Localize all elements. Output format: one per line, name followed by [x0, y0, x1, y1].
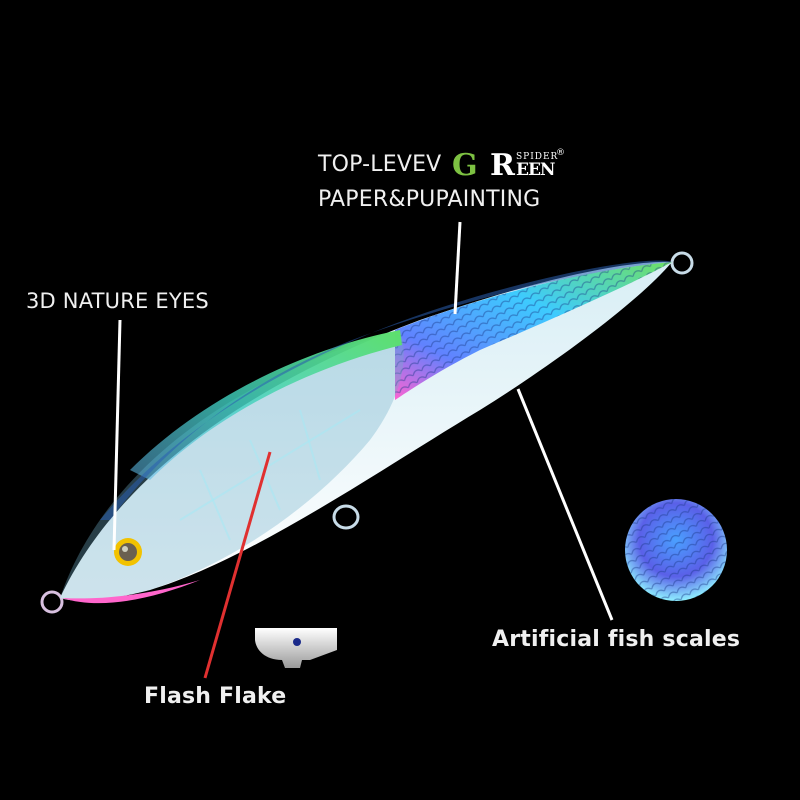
callout-scales-label: Artificial fish scales [492, 627, 741, 652]
callout-line-flake [203, 451, 272, 679]
logo-een: EEN [516, 160, 555, 180]
callout-eyes-label: 3D NATURE EYES [26, 289, 209, 313]
logo-r: R [490, 148, 515, 183]
brand-logo: G R SPIDER EEN ® [452, 148, 567, 184]
callout-flake-label: Flash Flake [144, 684, 287, 709]
headline-line1: TOP-LEVEV [318, 152, 442, 177]
callout-line-scales [516, 388, 614, 621]
registered-mark: ® [556, 148, 565, 158]
headline-line2: PAPER&PUPAINTING [318, 187, 541, 212]
callout-line-eyes [112, 319, 122, 551]
callout-line-painting [453, 221, 462, 315]
flash-flake-sample [255, 628, 337, 668]
logo-spider: SPIDER [516, 152, 559, 162]
logo-g: G [452, 148, 478, 183]
